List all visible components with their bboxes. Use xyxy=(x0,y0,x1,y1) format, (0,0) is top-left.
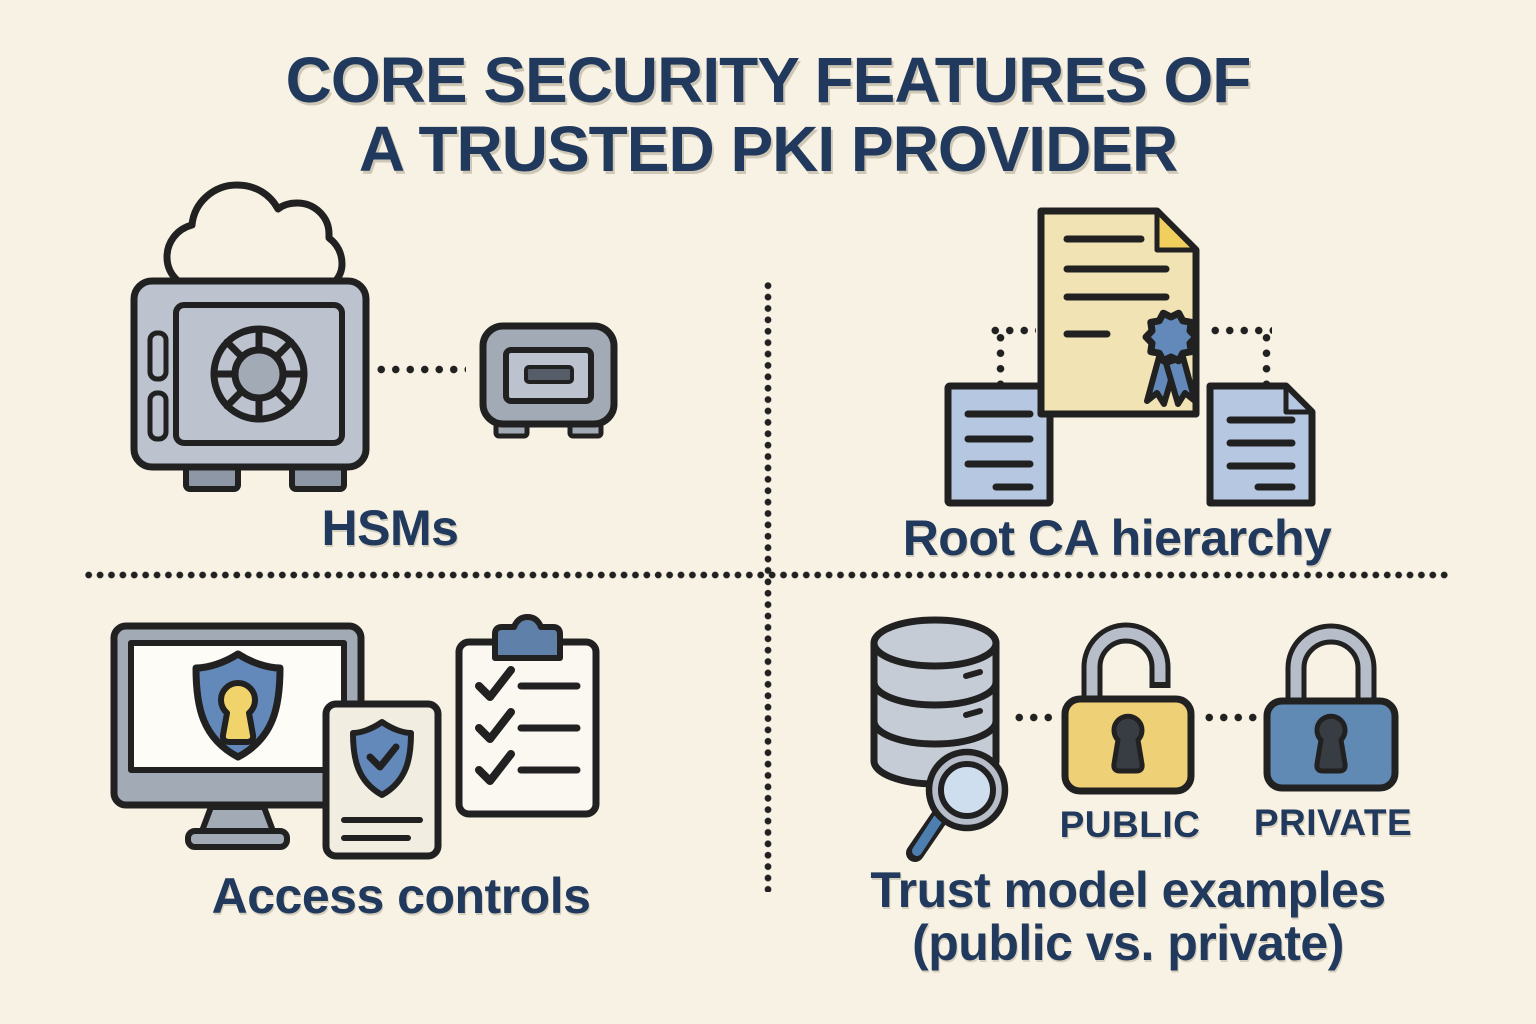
monitor-shield-icon xyxy=(110,622,365,850)
award-ribbon-icon xyxy=(1142,309,1200,407)
trust-connector-dots-right xyxy=(1202,713,1258,722)
open-padlock-icon xyxy=(1061,622,1195,795)
trust-label-line-2: (public vs. private) xyxy=(912,914,1344,971)
label-private: PRIVATE xyxy=(1253,802,1413,843)
hsm-connector-dots xyxy=(374,365,466,374)
hierarchy-connector-right-horizontal xyxy=(1208,326,1272,335)
divider-vertical xyxy=(764,280,772,892)
cloud-icon xyxy=(163,181,346,294)
page-title: CORE SECURITY FEATURES OF A TRUSTED PKI … xyxy=(0,44,1536,186)
trust-connector-dots-left xyxy=(1012,713,1058,722)
clipboard-clip-icon xyxy=(492,614,563,661)
shield-check-icon xyxy=(350,719,414,798)
title-line-2: A TRUSTED PKI PROVIDER xyxy=(358,113,1178,186)
checklist-clipboard-icon xyxy=(455,614,600,818)
policy-document-icon xyxy=(322,700,442,860)
label-trust-models: Trust model examples (public vs. private… xyxy=(858,864,1398,969)
label-hsms: HSMs xyxy=(321,500,459,556)
magnifier-icon xyxy=(906,748,1009,862)
subordinate-document-right-icon xyxy=(1206,382,1316,507)
hierarchy-connector-left-horizontal xyxy=(988,326,1036,335)
keyhole-icon xyxy=(1314,713,1348,774)
keyhole-icon xyxy=(218,680,258,745)
checkmark-icon xyxy=(475,750,515,785)
closed-padlock-icon xyxy=(1263,623,1399,792)
trust-label-line-1: Trust model examples xyxy=(870,862,1386,918)
keyhole-icon xyxy=(1111,713,1145,774)
checkmark-icon xyxy=(475,666,515,701)
hierarchy-connector-left-vertical xyxy=(996,330,1005,385)
root-certificate-icon xyxy=(1037,207,1200,418)
title-line-1: CORE SECURITY FEATURES OF xyxy=(285,44,1252,116)
safe-icon xyxy=(130,277,370,492)
hierarchy-connector-right-vertical xyxy=(1262,330,1271,385)
subordinate-document-left-icon xyxy=(944,382,1054,507)
label-public: PUBLIC xyxy=(1059,804,1201,845)
hsm-appliance-icon xyxy=(479,322,618,439)
label-root-ca: Root CA hierarchy xyxy=(902,510,1332,566)
checkmark-icon xyxy=(475,708,515,743)
label-access-controls: Access controls xyxy=(211,868,591,924)
